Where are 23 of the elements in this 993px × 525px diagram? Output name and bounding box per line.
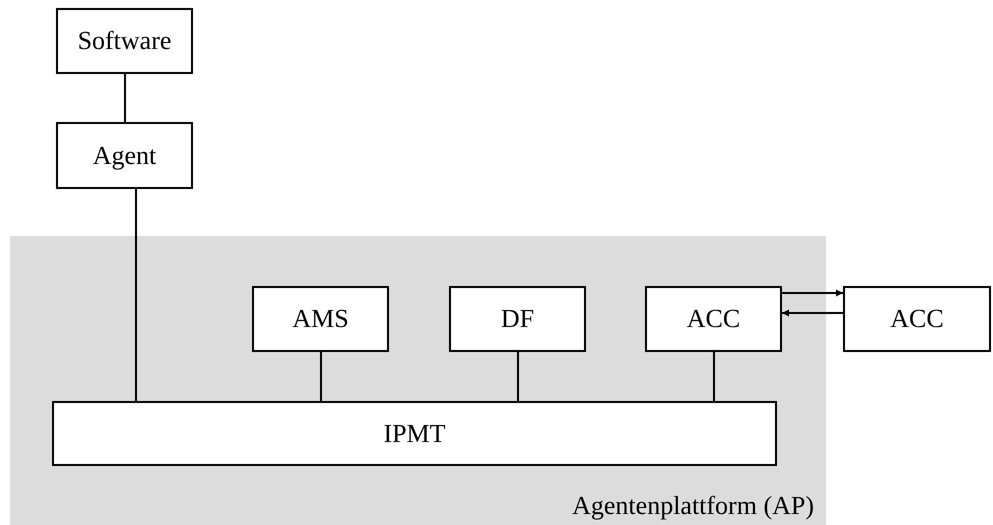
connector-line [135, 189, 137, 401]
component-label: IPMT [383, 418, 446, 448]
arrow [782, 290, 843, 296]
arrow [782, 310, 843, 316]
component-box [645, 286, 782, 352]
component-label: ACC [890, 304, 944, 334]
component-label: Software [78, 26, 172, 56]
component-box [843, 286, 991, 352]
component-box [56, 8, 193, 74]
component-box [449, 286, 586, 352]
connector-line [517, 352, 519, 401]
component-label: DF [500, 304, 534, 334]
component-box [252, 286, 389, 352]
component-box [52, 401, 777, 466]
platform-area [10, 236, 826, 525]
component-label: AMS [292, 304, 349, 334]
component-label: Agent [92, 140, 156, 170]
component-label: ACC [686, 304, 740, 334]
component-box [56, 122, 193, 189]
connector-line [320, 352, 322, 401]
platform-label: Agentenplattform (AP) [572, 491, 814, 521]
connector-line [713, 352, 715, 401]
connector-line [124, 74, 126, 122]
